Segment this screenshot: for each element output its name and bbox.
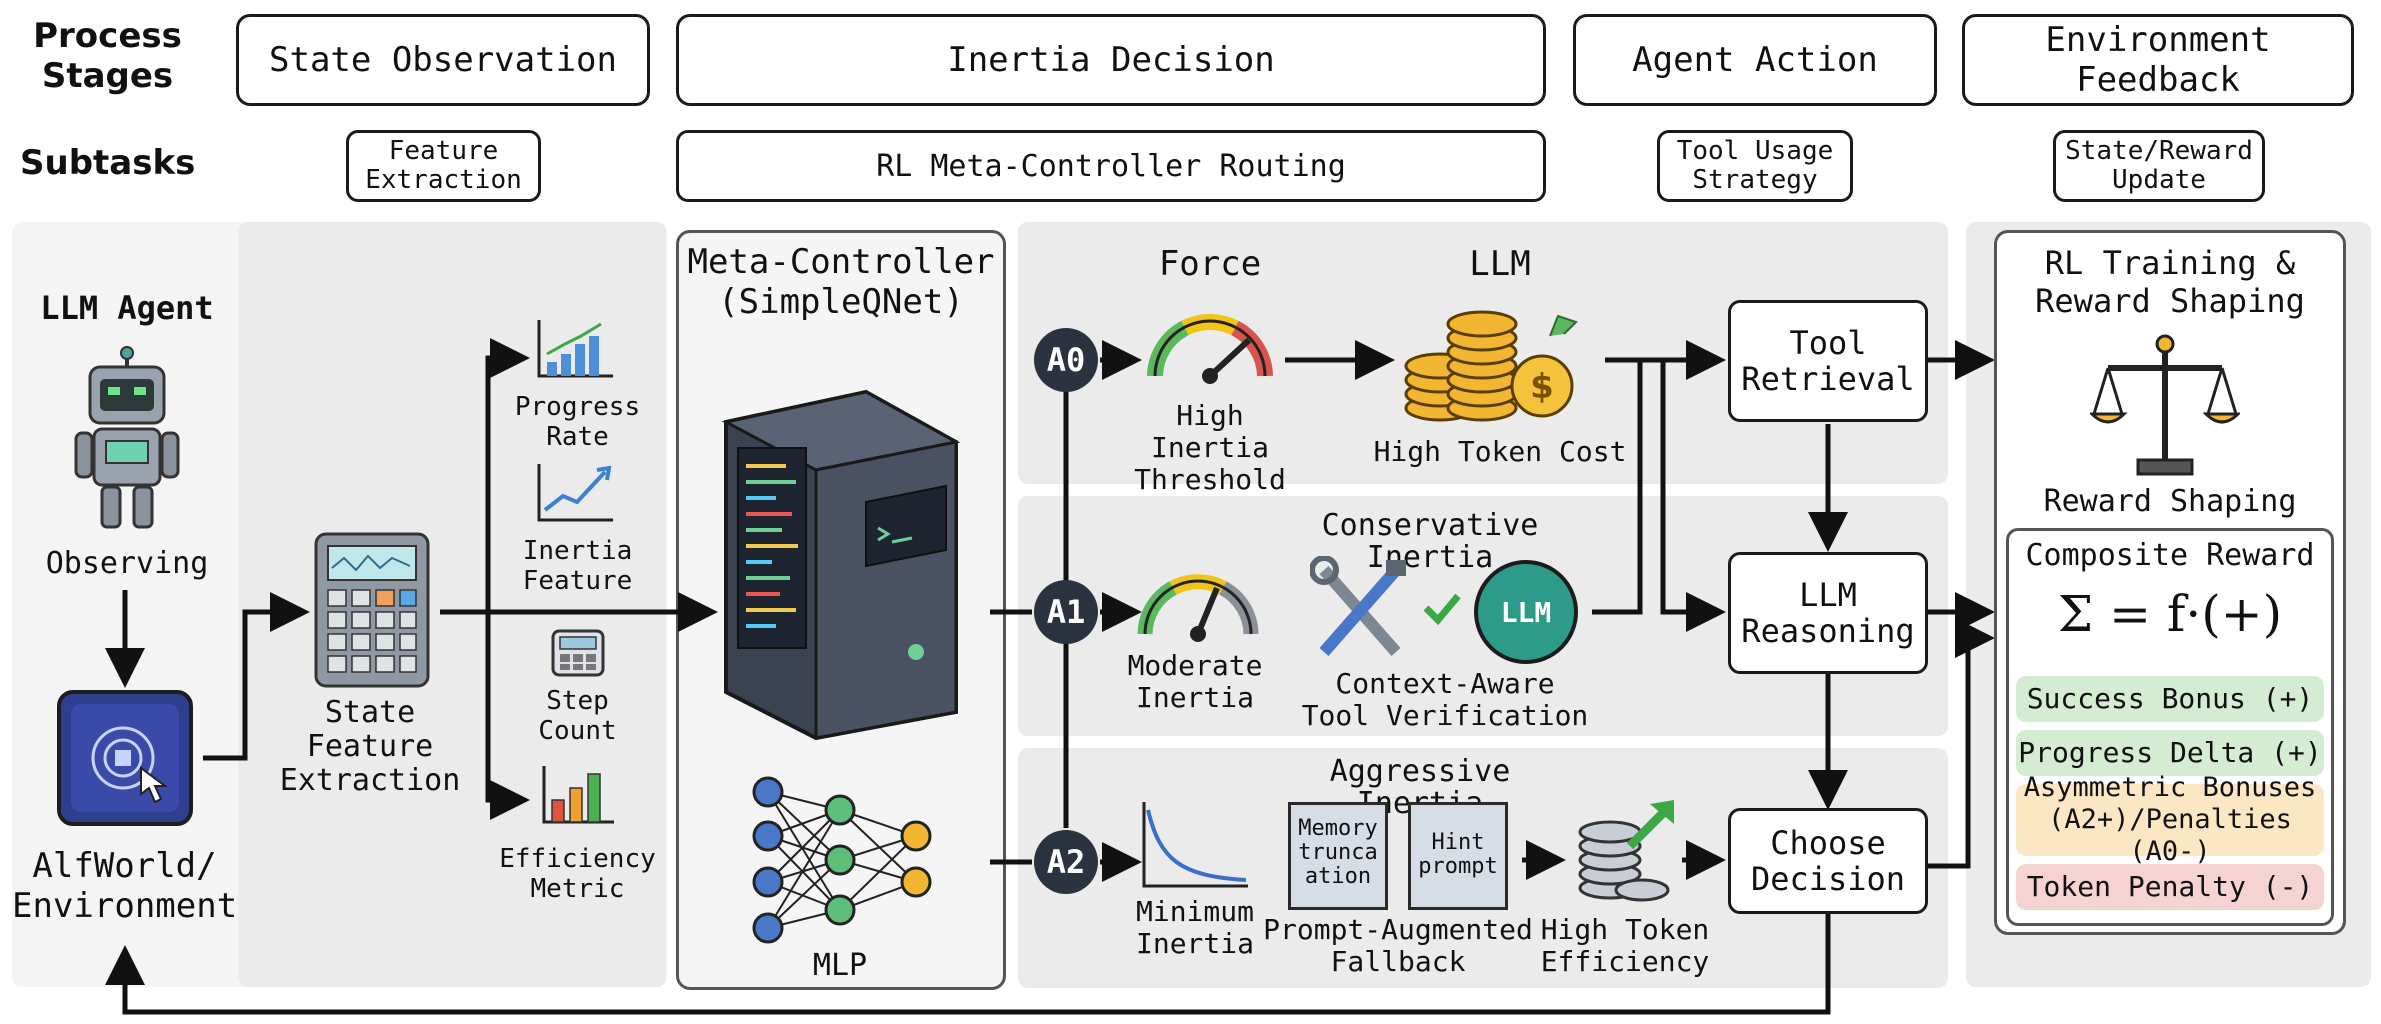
high-token-cost-label: High Token Cost	[1373, 435, 1627, 468]
token-stack-icon	[1570, 796, 1680, 906]
svg-text:$: $	[1530, 367, 1554, 407]
composite-reward-title: Composite Reward	[2025, 538, 2315, 573]
hint-prompt-doc: Hint prompt	[1408, 802, 1508, 910]
progress-delta-pill: Progress Delta (+)	[2016, 730, 2324, 776]
line-chart-icon	[535, 462, 615, 524]
efficiency-bar-chart-icon	[540, 764, 615, 826]
feature-step-count: Step Count	[538, 686, 617, 746]
subtask-tool-usage: Tool Usage Strategy	[1657, 130, 1853, 202]
environment-icon	[57, 690, 193, 826]
subtask-rl-routing: RL Meta-Controller Routing	[676, 130, 1546, 202]
stage-environment-feedback: Environment Feedback	[1962, 14, 2354, 106]
coins-icon: $	[1400, 296, 1580, 426]
process-stages-label: Process Stages	[33, 16, 182, 96]
environment-label: AlfWorld/ Environment	[12, 846, 238, 926]
robot-icon	[72, 345, 182, 535]
stage-agent-action: Agent Action	[1573, 14, 1937, 106]
llm-globe-icon: LLM	[1474, 560, 1578, 664]
llm-title: LLM	[1469, 244, 1531, 284]
decay-curve-icon	[1140, 800, 1250, 890]
tool-retrieval-box: Tool Retrieval	[1728, 300, 1928, 422]
high-gauge-icon	[1145, 306, 1275, 386]
neural-network-icon	[740, 770, 940, 950]
conservative-title: Conservative Inertia	[1321, 508, 1539, 575]
reward-shaping-label: Reward Shaping	[2043, 484, 2297, 519]
state-feature-label: State Feature Extraction	[279, 695, 461, 798]
feature-progress-rate: Progress Rate	[514, 392, 641, 452]
choose-decision-box: Choose Decision	[1728, 808, 1928, 914]
meta-controller-title: Meta-Controller (SimpleQNet)	[687, 242, 995, 322]
feature-inertia: Inertia Feature	[522, 536, 633, 596]
high-inertia-label: High Inertia Threshold	[1134, 399, 1286, 496]
token-penalty-pill: Token Penalty (-)	[2016, 864, 2324, 910]
high-token-efficiency-label: High Token Efficiency	[1540, 913, 1710, 978]
moderate-inertia-label: Moderate Inertia	[1127, 649, 1263, 714]
subtask-feature-extraction: Feature Extraction	[346, 130, 541, 202]
moderate-gauge-icon	[1135, 566, 1261, 644]
subtask-state-reward: State/Reward Update	[2053, 130, 2265, 202]
memory-truncation-doc: Memory trunca ation	[1288, 802, 1388, 910]
scales-icon	[2088, 330, 2242, 480]
calculator-icon	[312, 530, 432, 690]
context-aware-label: Context-Aware Tool Verification	[1301, 667, 1589, 732]
success-bonus-pill: Success Bonus (+)	[2016, 676, 2324, 722]
progress-bar-chart-icon	[535, 318, 615, 380]
prompt-fallback-label: Prompt-Augmented Fallback	[1263, 913, 1533, 978]
llm-reasoning-box: LLM Reasoning	[1728, 552, 1928, 674]
stage-inertia-decision: Inertia Decision	[676, 14, 1546, 106]
stage-state-observation: State Observation	[236, 14, 650, 106]
reward-formula: Σ = f·(+)	[2057, 585, 2283, 643]
force-title: Force	[1158, 244, 1262, 284]
composite-reward-box	[2006, 528, 2334, 926]
subtasks-label: Subtasks	[20, 143, 196, 183]
action-node-a0: A0	[1034, 328, 1098, 392]
mlp-label: MLP	[812, 948, 868, 983]
action-node-a2: A2	[1034, 830, 1098, 894]
feature-efficiency: Efficiency Metric	[499, 844, 656, 904]
server-icon	[716, 382, 966, 742]
action-node-a1: A1	[1034, 580, 1098, 644]
asymmetric-bonus-pill: Asymmetric Bonuses (A2+)/Penalties (A0-)	[2016, 772, 2324, 867]
checkmark-icon	[1422, 590, 1462, 626]
observing-label: Observing	[45, 546, 209, 581]
counter-icon	[550, 628, 606, 678]
rl-training-title: RL Training & Reward Shaping	[2035, 244, 2305, 320]
llm-agent-title: LLM Agent	[40, 289, 214, 327]
tools-icon	[1309, 555, 1410, 666]
minimum-inertia-label: Minimum Inertia	[1135, 895, 1254, 960]
